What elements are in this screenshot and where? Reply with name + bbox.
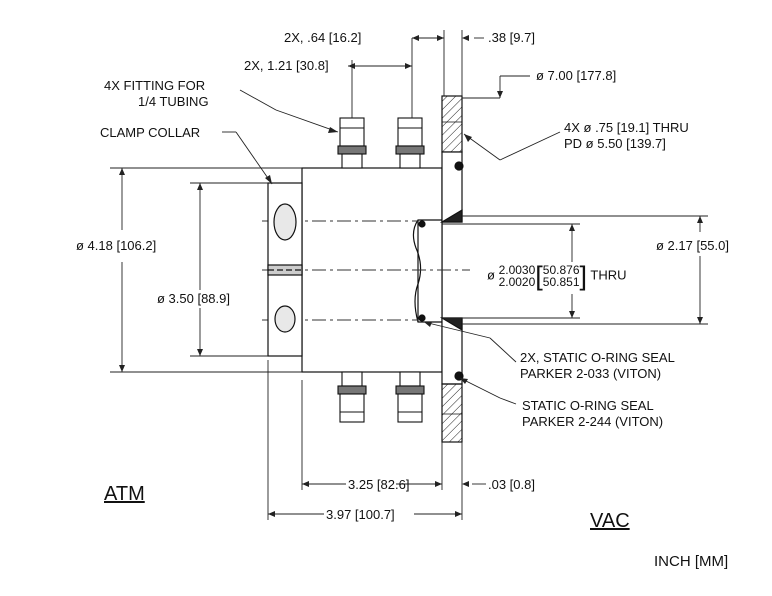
- dim-collar-dia: ø 3.50 [88.9]: [157, 291, 230, 306]
- callout-oring-large-line2: PARKER 2-244 (VITON): [522, 414, 664, 429]
- callout-oring-large-line1: STATIC O-RING SEAL: [522, 398, 654, 413]
- thru-upper-inch: 2.0030: [498, 263, 536, 277]
- dim-bolt-holes-line2: PD ø 5.50 [139.7]: [564, 136, 666, 151]
- dim-overall-length: 3.97 [100.7]: [326, 507, 395, 522]
- side-label-vac: VAC: [590, 510, 630, 532]
- arrowheads: [119, 35, 703, 517]
- units-note: INCH [MM]: [654, 553, 729, 570]
- thru-inch-tolerance: 2.0030 2.0020: [499, 264, 536, 288]
- dim-flange-thickness: .38 [9.7]: [488, 30, 535, 45]
- thru-lower-mm: 50.851: [542, 275, 580, 289]
- dim-bore-dia: ø 2.17 [55.0]: [656, 238, 729, 253]
- callout-oring-small-line2: PARKER 2-033 (VITON): [520, 366, 662, 381]
- thru-suffix: THRU: [590, 267, 627, 283]
- dim-fitting-spacing: 2X, .64 [16.2]: [284, 30, 362, 45]
- dim-body-length: 3.25 [82.6]: [348, 477, 410, 492]
- callout-oring-small-line1: 2X, STATIC O-RING SEAL: [520, 350, 675, 365]
- thru-upper-mm: 50.876: [542, 263, 580, 277]
- callout-fitting-line1: 4X FITTING FOR: [104, 78, 206, 93]
- fittings-bottom: [337, 371, 425, 423]
- vacuum-flange: [418, 95, 464, 443]
- dim-fitting-offset: 2X, 1.21 [30.8]: [244, 58, 329, 73]
- fittings-top: [337, 117, 425, 169]
- side-label-atm: ATM: [104, 483, 145, 505]
- bracket-open-icon: [: [535, 261, 543, 291]
- callout-clamp-collar: CLAMP COLLAR: [100, 125, 201, 140]
- dim-flange-od: ø 7.00 [177.8]: [536, 68, 617, 83]
- dim-bolt-holes-line1: 4X ø .75 [19.1] THRU: [564, 120, 689, 135]
- thru-lower-inch: 2.0020: [498, 275, 536, 289]
- callout-fitting-line2: 1/4 TUBING: [138, 94, 209, 109]
- bracket-close-icon: ]: [579, 261, 588, 291]
- clamp-collar: [267, 182, 303, 357]
- dim-thru-dia: ø 2.0030 2.0020 [ 50.876 50.851 ] THRU: [487, 261, 627, 291]
- thru-mm-tolerance: 50.876 50.851: [543, 264, 580, 288]
- dim-face-offset: .03 [0.8]: [488, 477, 535, 492]
- dim-body-od: ø 4.18 [106.2]: [76, 238, 157, 253]
- thru-dia-symbol: ø: [487, 267, 495, 283]
